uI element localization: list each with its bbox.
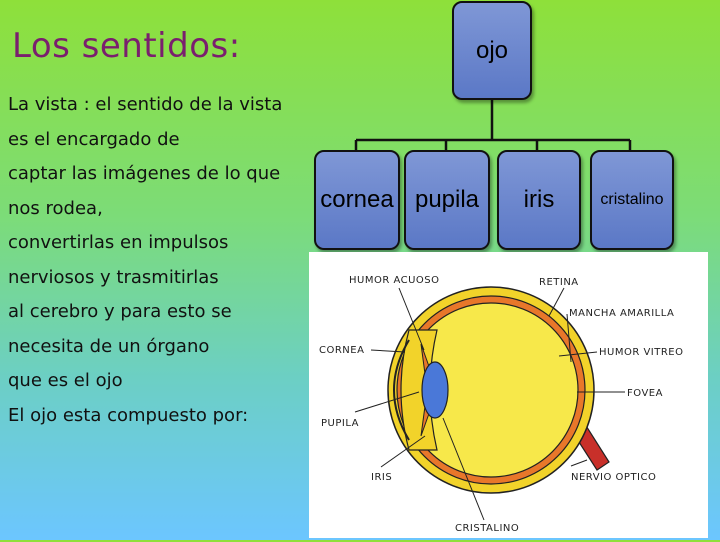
org-node-cornea: cornea	[314, 150, 400, 250]
label-cristalino: CRISTALINO	[455, 523, 519, 534]
slide-title: Los sentidos:	[12, 26, 241, 66]
org-node-ojo: ojo	[452, 1, 532, 100]
text-line: captar las imágenes de lo que	[8, 163, 281, 184]
eye-anatomy-diagram: HUMOR ACUOSO RETINA MANCHA AMARILLA CORN…	[309, 252, 708, 538]
pointer-iris	[380, 435, 426, 468]
lens	[421, 361, 449, 419]
org-node-label: ojo	[475, 36, 509, 64]
org-node-pupila: pupila	[404, 150, 490, 250]
text-line: convertirlas en impulsos	[8, 232, 229, 253]
label-mancha-amarilla: MANCHA AMARILLA	[569, 308, 674, 319]
pointer-retina	[548, 287, 565, 317]
org-node-label: cristalino	[600, 191, 664, 208]
label-iris: IRIS	[371, 472, 392, 483]
label-humor-acuoso: HUMOR ACUOSO	[349, 275, 440, 286]
pointer-pupila	[354, 391, 420, 413]
pointer-mancha-amarilla	[566, 313, 572, 363]
pointer-cristalino	[442, 417, 485, 521]
pointer-humor-vitreo	[558, 351, 598, 357]
pointer-humor-acuoso	[398, 287, 425, 351]
text-line: La vista : el sentido de la vista	[8, 94, 283, 115]
org-node-label: pupila	[414, 186, 480, 213]
anterior-chamber	[400, 329, 438, 451]
org-node-label: iris	[523, 186, 555, 213]
label-cornea: CORNEA	[319, 345, 364, 356]
label-humor-vitreo: HUMOR VITREO	[599, 347, 684, 358]
text-line: nerviosos y trasmitirlas	[8, 266, 219, 288]
text-line: es el encargado de	[8, 128, 180, 150]
org-node-iris: iris	[497, 150, 581, 250]
label-retina: RETINA	[539, 277, 579, 288]
org-node-cristalino: cristalino	[590, 150, 674, 250]
label-fovea: FOVEA	[627, 388, 663, 399]
text-line: al cerebro y para esto se	[8, 301, 232, 322]
text-line: nos rodea,	[8, 197, 103, 219]
eye-illustration: HUMOR ACUOSO RETINA MANCHA AMARILLA CORN…	[319, 275, 684, 534]
text-line: que es el ojo	[8, 370, 123, 391]
pointer-nervio-optico	[570, 459, 588, 467]
body-text: La vista : el sentido de la vista es el …	[8, 88, 308, 433]
label-nervio-optico: NERVIO OPTICO	[571, 472, 656, 483]
pointer-cornea	[370, 349, 406, 353]
text-line: El ojo esta compuesto por:	[8, 404, 249, 426]
label-pupila: PUPILA	[321, 418, 359, 429]
text-line: necesita de un órgano	[8, 335, 210, 357]
cornea-shape	[393, 339, 410, 441]
org-node-label: cornea	[320, 186, 394, 213]
